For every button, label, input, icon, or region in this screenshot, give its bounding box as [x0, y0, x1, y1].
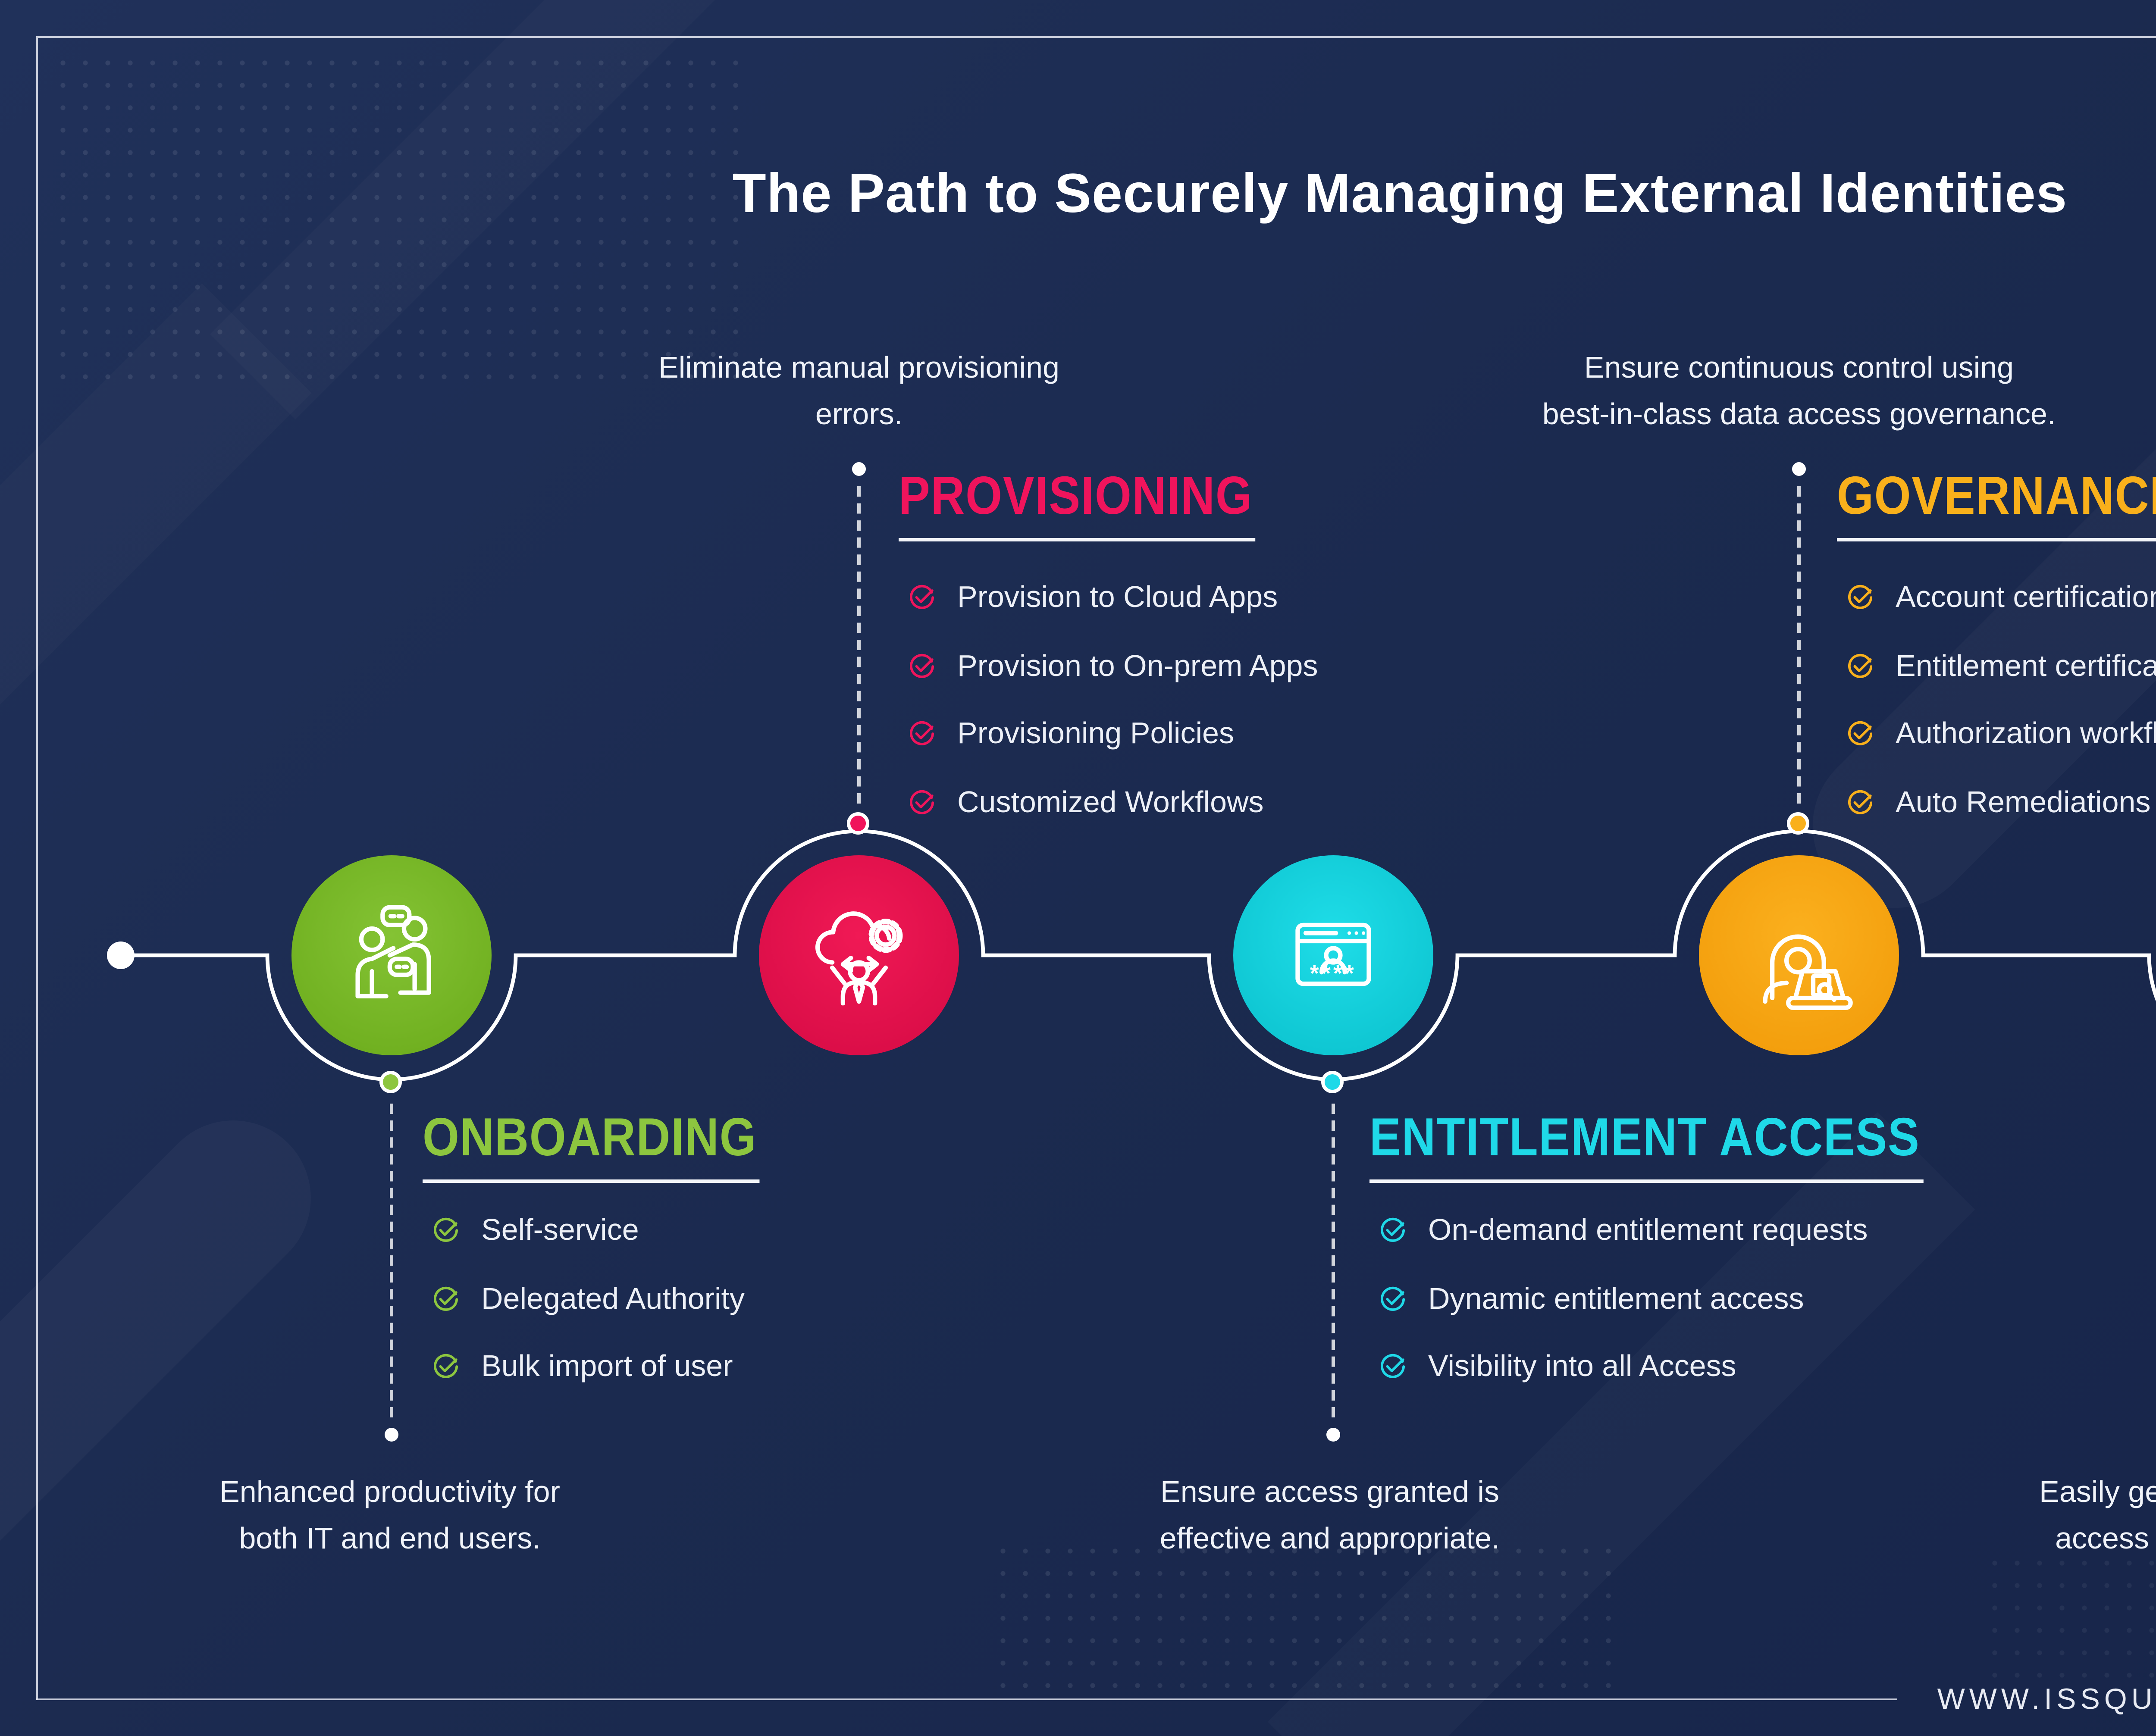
entitlement-caption: Ensure access granted is effective and a… — [1159, 1474, 1500, 1556]
check-icon — [907, 651, 937, 681]
list-item: Provision to On-prem Apps — [907, 632, 1318, 700]
check-icon — [907, 719, 937, 749]
reports-caption: Easily get the summary analysis of acces… — [2039, 1474, 2156, 1556]
list-item-label: Account certifications — [1896, 580, 2156, 614]
check-icon — [1846, 651, 1875, 681]
border-frame-bottom-left — [36, 1698, 1897, 1700]
list-item: Account certifications — [1846, 564, 2156, 632]
list-item: Auto Remediations — [1846, 768, 2156, 836]
decor-dot-grid — [992, 1540, 1613, 1692]
list-item: Delegated Authority — [431, 1265, 806, 1333]
check-icon — [1846, 583, 1875, 613]
check-icon — [1846, 788, 1875, 817]
list-item-label: Auto Remediations — [1896, 784, 2151, 819]
check-icon — [1378, 1284, 1407, 1314]
check-icon — [431, 1352, 461, 1382]
check-icon — [1378, 1352, 1407, 1382]
governance-connector-dot — [1787, 812, 1809, 835]
governance-dashed-line — [1797, 486, 1801, 804]
onboarding-dashed-line — [390, 1104, 393, 1417]
page-title: The Path to Securely Managing External I… — [732, 162, 2068, 224]
section-title: ENTITLEMENT ACCESS — [1369, 1110, 1923, 1183]
provisioning-caption: Eliminate manual provisioning errors. — [658, 350, 1059, 432]
governance-end-dot — [1792, 462, 1806, 476]
analyst-laptop-icon — [1763, 934, 1853, 1010]
onboarding-node — [291, 855, 492, 1055]
section-title: GOVERNANCE — [1837, 469, 2156, 541]
list-item-label: Dynamic entitlement access — [1428, 1281, 1804, 1315]
section-onboarding: ONBOARDING Self-service Delegated Author… — [423, 1110, 806, 1401]
list-item: Provisioning Policies — [907, 700, 1318, 768]
entitlement-end-dot — [1326, 1428, 1340, 1442]
decor-dot-grid — [1984, 1552, 2156, 1690]
entitlement-connector-dot — [1321, 1071, 1344, 1093]
governance-caption: Ensure continuous control using best-in-… — [1542, 350, 2056, 432]
cloud-sync-person-icon — [815, 911, 903, 1006]
list-item: Provision to Cloud Apps — [907, 564, 1318, 632]
feature-list: Account certifications Entitlement certi… — [1837, 564, 2156, 836]
people-talking-icon — [355, 905, 431, 999]
check-icon — [431, 1216, 461, 1245]
onboarding-caption: Enhanced productivity for both IT and en… — [219, 1474, 560, 1556]
entitlement-access-node: **** — [1233, 855, 1433, 1055]
list-item-label: Customized Workflows — [957, 784, 1264, 819]
feature-list: Provision to Cloud Apps Provision to On-… — [899, 564, 1318, 836]
onboarding-end-dot — [385, 1428, 398, 1442]
section-governance: GOVERNANCE Account certifications Entitl… — [1837, 469, 2156, 836]
feature-list: Self-service Delegated Authority Bulk im… — [423, 1197, 806, 1401]
website-url: WWW.ISSQUAREDINC.COM — [1937, 1683, 2156, 1716]
list-item-label: On-demand entitlement requests — [1428, 1213, 1868, 1247]
list-item: Entitlement certifications — [1846, 632, 2156, 700]
list-item-label: Provision to Cloud Apps — [957, 580, 1278, 614]
list-item: Dynamic entitlement access — [1378, 1265, 1999, 1333]
login-window-icon: **** — [1295, 923, 1371, 986]
onboarding-connector-dot — [379, 1071, 402, 1093]
feature-list: On-demand entitlement requests Dynamic e… — [1369, 1197, 1999, 1401]
provisioning-node — [759, 855, 959, 1055]
check-icon — [907, 788, 937, 817]
provisioning-dashed-line — [857, 486, 861, 804]
list-item-label: Authorization workflows — [1896, 716, 2156, 751]
entitlement-dashed-line — [1332, 1104, 1335, 1417]
list-item: Customized Workflows — [907, 768, 1318, 836]
list-item-label: Self-service — [481, 1213, 639, 1247]
check-icon — [907, 583, 937, 613]
decor-dot-grid — [52, 52, 742, 379]
list-item: Self-service — [431, 1197, 806, 1265]
list-item-label: Provision to On-prem Apps — [957, 648, 1318, 682]
check-icon — [1378, 1216, 1407, 1245]
section-title: ONBOARDING — [423, 1110, 760, 1183]
list-item-label: Delegated Authority — [481, 1281, 745, 1315]
check-icon — [1846, 719, 1875, 749]
border-frame — [36, 36, 2156, 1700]
list-item: Visibility into all Access — [1378, 1333, 1999, 1401]
section-title: PROVISIONING — [899, 469, 1256, 541]
governance-node — [1699, 855, 1899, 1055]
check-icon — [431, 1284, 461, 1314]
svg-text:****: **** — [1310, 960, 1357, 986]
section-entitlement-access: ENTITLEMENT ACCESS On-demand entitlement… — [1369, 1110, 1999, 1401]
list-item: On-demand entitlement requests — [1378, 1197, 1999, 1265]
list-item-label: Visibility into all Access — [1428, 1349, 1736, 1383]
list-item: Authorization workflows — [1846, 700, 2156, 768]
list-item-label: Provisioning Policies — [957, 716, 1234, 751]
list-item-label: Bulk import of user — [481, 1349, 733, 1383]
list-item-label: Entitlement certifications — [1896, 648, 2156, 682]
list-item: Bulk import of user — [431, 1333, 806, 1401]
section-provisioning: PROVISIONING Provision to Cloud Apps Pro… — [899, 469, 1318, 836]
provisioning-end-dot — [852, 462, 866, 476]
timeline-start-dot — [107, 942, 135, 969]
provisioning-connector-dot — [847, 812, 869, 835]
